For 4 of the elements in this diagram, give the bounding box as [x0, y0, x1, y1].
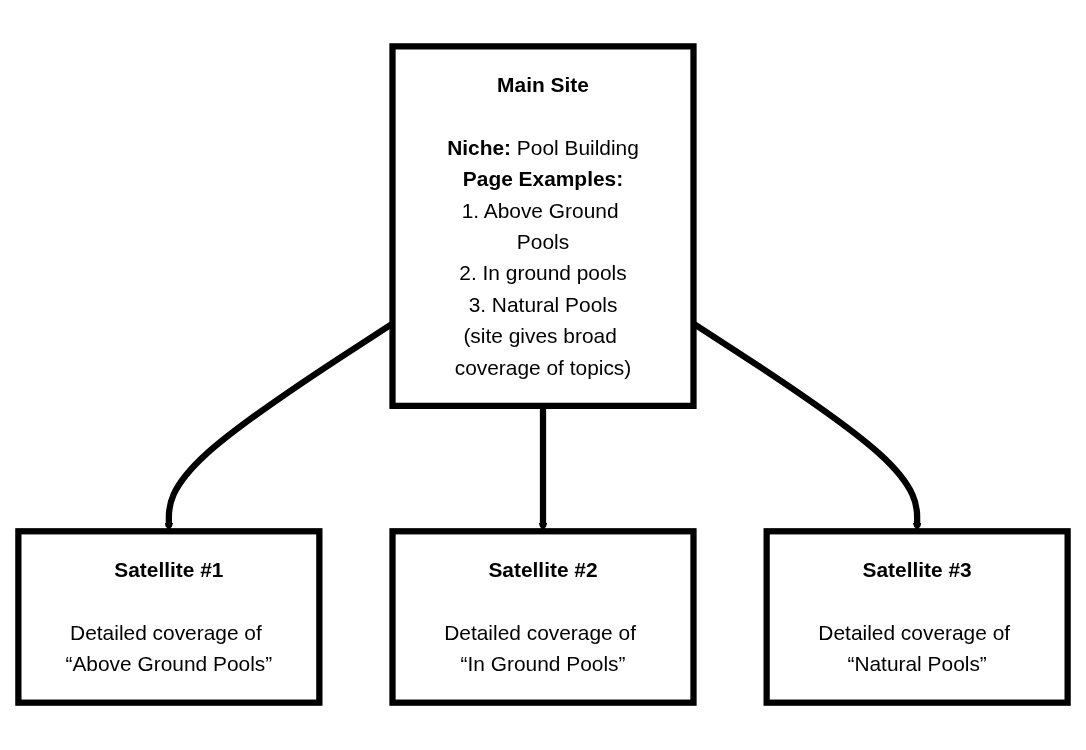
node-box: Satellite #3 Detailed coverage of “Natural Pools”: [763, 528, 1071, 707]
node-box: Main Site Niche: Pool Building Page Examples: 1. Above Ground Pools 2. In ground pools 3. Natural Pools (site gives broad coverage of topics): [389, 43, 697, 410]
node-box: Satellite #1 Detailed coverage of “Above Ground Pools”: [15, 528, 323, 707]
node-box: Satellite #2 Detailed coverage of “In Ground Pools”: [389, 528, 697, 707]
